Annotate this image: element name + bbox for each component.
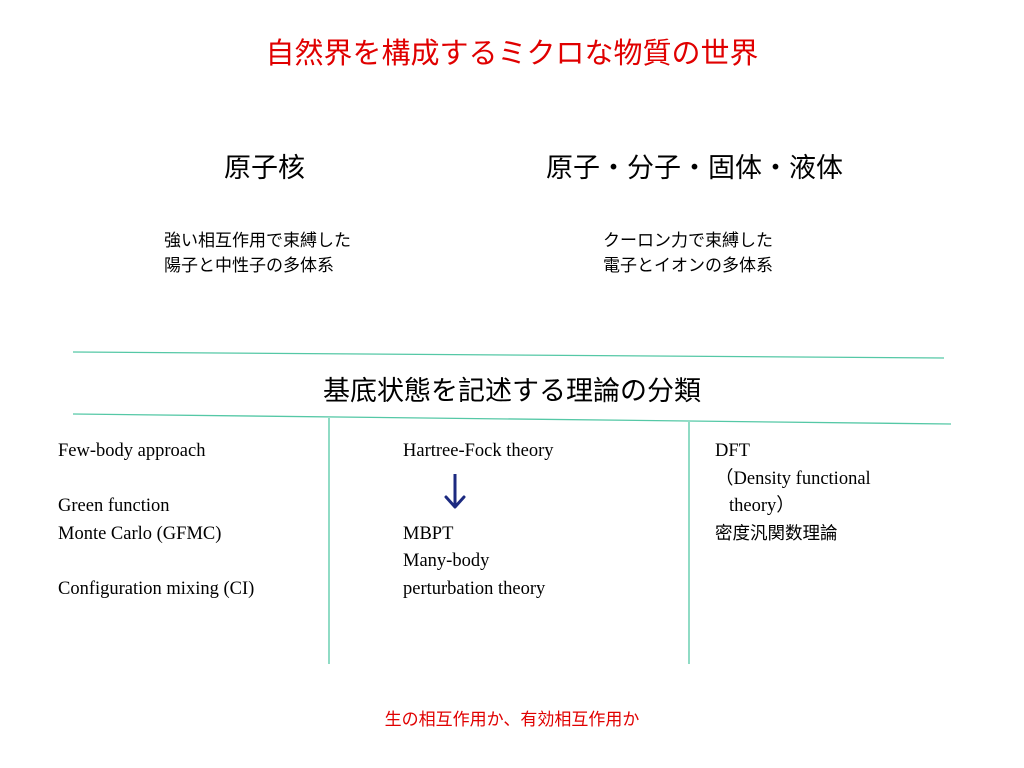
configuration-mixing: Configuration mixing (CI) <box>58 578 255 599</box>
dft: DFT <box>715 441 750 461</box>
matter-desc-line-2: 電子とイオンの多体系 <box>603 256 773 276</box>
matter-heading: 原子・分子・固体・液体 <box>546 153 843 184</box>
column-dft: DFT （Density functional theory） 密度汎関数理論 <box>715 438 871 548</box>
many-body-line-1: Many-body <box>403 551 490 571</box>
dft-japanese: 密度汎関数理論 <box>715 523 838 544</box>
many-body-line-2: perturbation theory <box>403 578 546 599</box>
matter-desc-line-1: クーロン力で束縛した <box>603 231 773 251</box>
column-mean-field: Hartree-Fock theory MBPT Many-body pertu… <box>403 438 554 603</box>
hartree-fock: Hartree-Fock theory <box>403 441 554 461</box>
mbpt: MBPT <box>403 523 454 544</box>
slide-title: 自然界を構成するミクロな物質の世界 <box>265 36 759 70</box>
footer-question: 生の相互作用か、有効相互作用か <box>384 710 640 730</box>
green-function-line-2: Monte Carlo (GFMC) <box>58 523 222 544</box>
matter-description: クーロン力で束縛した 電子とイオンの多体系 <box>603 229 773 279</box>
nucleus-description: 強い相互作用で束縛した 陽子と中性子の多体系 <box>164 229 351 279</box>
rule-top <box>72 351 945 359</box>
nucleus-desc-line-1: 強い相互作用で束縛した <box>164 231 351 251</box>
down-arrow-icon <box>444 474 466 509</box>
dft-full-line-2: theory） <box>729 496 795 516</box>
dft-full-line-1: （Density functional <box>715 468 871 489</box>
nucleus-desc-line-2: 陽子と中性子の多体系 <box>164 256 334 276</box>
classification-heading: 基底状態を記述する理論の分類 <box>323 376 701 407</box>
rule-bottom <box>72 413 952 425</box>
green-function-line-1: Green function <box>58 496 170 516</box>
nucleus-heading: 原子核 <box>224 153 305 184</box>
few-body-approach: Few-body approach <box>58 441 206 461</box>
column-few-body: Few-body approach Green function Monte C… <box>58 438 254 603</box>
